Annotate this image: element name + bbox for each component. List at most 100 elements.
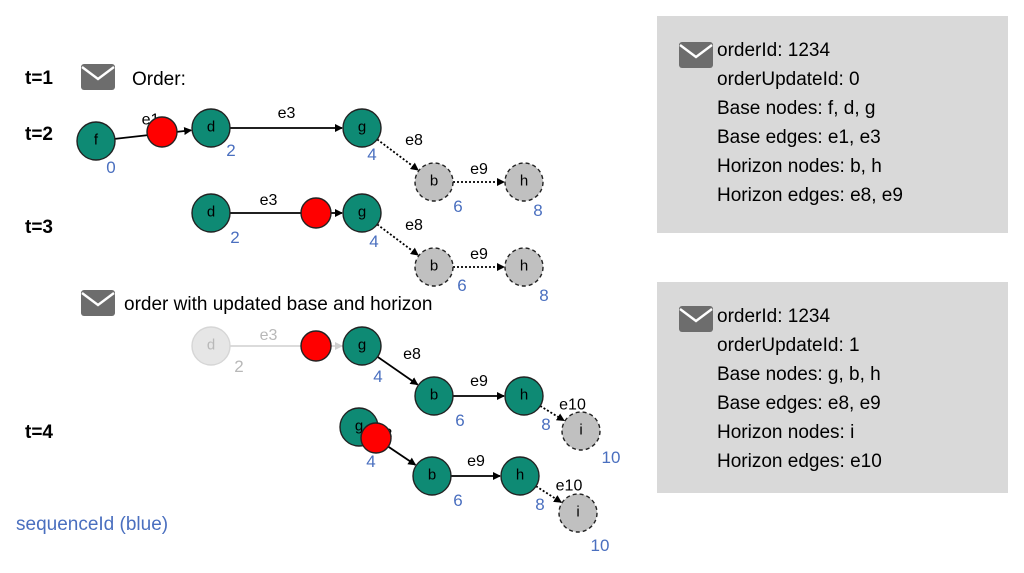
graph-t4: e8e9e10g4b6h8i10 <box>339 407 610 555</box>
order-info-panel-0: orderId: 1234 orderUpdateId: 0 Base node… <box>657 16 1008 233</box>
time-label-t4: t=4 <box>25 422 53 443</box>
sequence-id-g: 4 <box>367 145 376 164</box>
node-h <box>500 456 540 496</box>
edge-label-e3: e3 <box>278 105 296 122</box>
order-id: orderId: 1234 <box>717 40 831 61</box>
vehicle-marker <box>300 330 332 362</box>
sequence-id-i: 10 <box>591 536 610 555</box>
time-label-t3: t=3 <box>25 217 53 238</box>
node-label-i: i <box>579 422 582 439</box>
node-g <box>342 193 382 233</box>
node-h <box>504 247 544 287</box>
edge-label-e10: e10 <box>559 397 586 414</box>
node-b <box>414 376 454 416</box>
sequence-id-g: 4 <box>373 367 382 386</box>
edge-label-e9: e9 <box>470 161 488 178</box>
node-g <box>342 108 382 148</box>
envelope-icon <box>79 62 117 92</box>
sequence-id-d: 2 <box>234 357 243 376</box>
horizon-edges: Horizon edges: e8, e9 <box>717 185 903 206</box>
node-label-d: d <box>207 119 215 136</box>
sequence-id-h: 8 <box>539 286 548 305</box>
node-label-g: g <box>358 337 366 354</box>
node-b <box>412 456 452 496</box>
order-update-id: orderUpdateId: 0 <box>717 69 860 90</box>
horizon-nodes: Horizon nodes: b, h <box>717 156 882 177</box>
node-label-d: d <box>207 204 215 221</box>
order-message-label: Order: <box>132 69 186 90</box>
node-d <box>191 108 231 148</box>
edge-label-e9: e9 <box>470 373 488 390</box>
edge-label-e9: e9 <box>467 453 485 470</box>
node-label-i: i <box>576 504 579 521</box>
order-info-lines: orderId: 1234 orderUpdateId: 0 Base node… <box>717 36 903 210</box>
node-i <box>561 411 601 451</box>
vehicle-marker <box>146 116 178 148</box>
node-label-b: b <box>430 258 438 275</box>
envelope-icon <box>79 288 117 318</box>
edge-label-e10: e10 <box>556 478 583 495</box>
node-label-h: h <box>520 387 528 404</box>
sequence-id-g: 4 <box>366 452 375 471</box>
node-g <box>342 326 382 366</box>
order-info-lines: orderId: 1234 orderUpdateId: 1 Base node… <box>717 302 882 476</box>
node-label-b: b <box>430 387 438 404</box>
sequence-id-b: 6 <box>455 411 464 430</box>
edge-e8 <box>377 356 419 386</box>
horizon-edges: Horizon edges: e10 <box>717 451 882 472</box>
edge-e10 <box>535 485 562 504</box>
vehicle-marker <box>360 422 392 454</box>
node-label-b: b <box>428 467 436 484</box>
node-label-b: b <box>430 173 438 190</box>
vehicle-marker <box>300 197 332 229</box>
sequence-id-d: 2 <box>226 141 235 160</box>
sequence-id-i: 10 <box>602 448 621 467</box>
edge-e8 <box>376 138 419 171</box>
base-edges: Base edges: e8, e9 <box>717 393 881 414</box>
sequence-id-h: 8 <box>533 201 542 220</box>
node-i <box>558 493 598 533</box>
sequence-id-g: 4 <box>369 232 378 251</box>
sequence-id-b: 6 <box>453 197 462 216</box>
sequence-id-b: 6 <box>453 491 462 510</box>
base-edges: Base edges: e1, e3 <box>717 127 881 148</box>
node-label-g: g <box>355 418 363 435</box>
edge-e10 <box>539 405 565 422</box>
node-label-g: g <box>358 204 366 221</box>
time-label-t1: t=1 <box>25 68 53 89</box>
node-h <box>504 162 544 202</box>
edge-label-e3: e3 <box>260 327 278 344</box>
order-update-message-label: order with updated base and horizon <box>124 294 432 315</box>
envelope-icon <box>679 42 713 68</box>
node-h <box>504 376 544 416</box>
horizon-nodes: Horizon nodes: i <box>717 422 855 443</box>
node-label-d: d <box>207 337 215 354</box>
sequence-id-legend: sequenceId (blue) <box>16 514 168 535</box>
edge-label-e3: e3 <box>260 192 278 209</box>
sequence-id-b: 6 <box>457 276 466 295</box>
edge-label-e8: e8 <box>405 132 423 149</box>
node-f <box>76 121 116 161</box>
time-label-t2: t=2 <box>25 124 53 145</box>
envelope-icon <box>679 306 713 332</box>
node-label-g: g <box>358 119 366 136</box>
edge-label-e8: e8 <box>403 346 421 363</box>
node-b <box>414 162 454 202</box>
edge-label-e8: e8 <box>405 217 423 234</box>
sequence-id-h: 8 <box>535 495 544 514</box>
sequence-id-d: 2 <box>230 228 239 247</box>
node-d <box>191 193 231 233</box>
node-label-h: h <box>516 467 524 484</box>
edge-label-e9: e9 <box>470 246 488 263</box>
sequence-id-f: 0 <box>106 158 115 177</box>
sequence-id-h: 8 <box>541 415 550 434</box>
node-d <box>191 326 231 366</box>
node-b <box>414 247 454 287</box>
node-label-h: h <box>520 258 528 275</box>
base-nodes: Base nodes: f, d, g <box>717 98 876 119</box>
edge-e8 <box>376 223 419 256</box>
node-label-f: f <box>94 132 99 149</box>
